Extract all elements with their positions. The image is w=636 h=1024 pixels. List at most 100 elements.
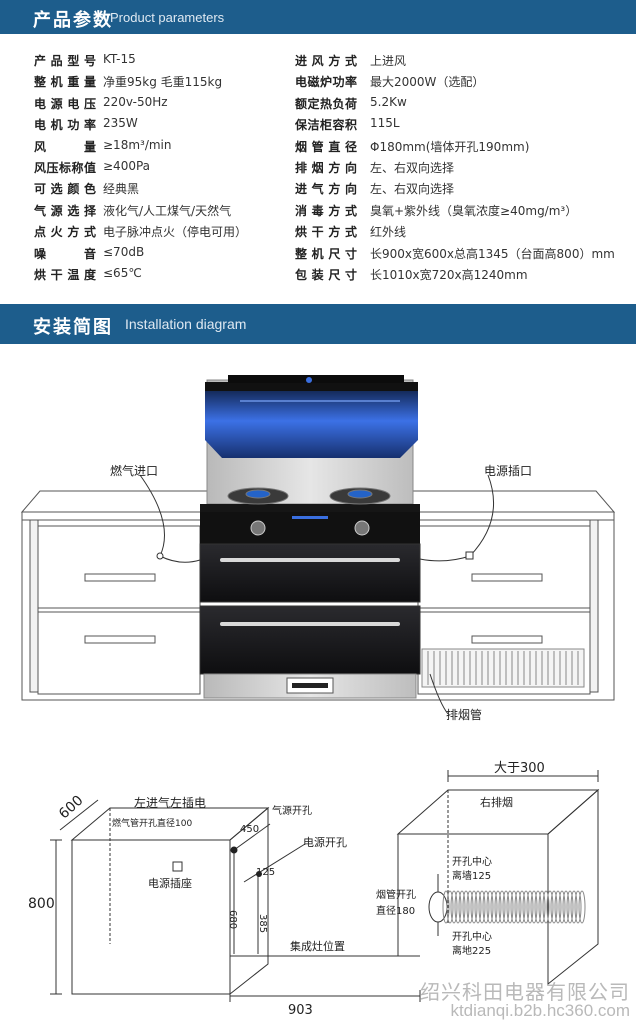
dim-680: 680 bbox=[227, 910, 238, 929]
pipe-dia-2: 直径180 bbox=[376, 904, 415, 917]
param-label: 电机功率 bbox=[34, 118, 96, 133]
pipe-coil bbox=[562, 890, 570, 924]
param-value: ≤70dB bbox=[103, 244, 145, 259]
param-label: 烘干温度 bbox=[34, 268, 96, 282]
param-label: 点火方式 bbox=[34, 225, 96, 240]
pipe-coil bbox=[554, 890, 562, 924]
installation-diagram-banner: 安装简图 Installation diagram bbox=[0, 304, 636, 344]
param-value: KT-15 bbox=[103, 52, 136, 66]
param-label: 烟管直径 bbox=[295, 139, 357, 154]
pipe-coil bbox=[526, 890, 534, 924]
param-value: 最大2000W（选配） bbox=[370, 75, 485, 90]
section-title-en: Product parameters bbox=[110, 10, 225, 25]
left-note: 左进气左插电 bbox=[134, 795, 206, 810]
param-value: 左、右双向选择 bbox=[370, 182, 455, 197]
section-title-en: Installation diagram bbox=[125, 316, 247, 332]
installation-diagram: 燃气进口 电源插口 排烟管 600 800 903 左进气左插电 燃 bbox=[20, 375, 616, 1018]
param-row: 可选颜色经典黑进气方向左、右双向选择 bbox=[0, 180, 636, 200]
param-label: 整机重量 bbox=[34, 75, 96, 90]
pipe-coil bbox=[462, 890, 470, 924]
gas-hole-diameter: 燃气管开孔直径100 bbox=[112, 817, 192, 829]
pipe-coil bbox=[474, 890, 482, 924]
pipe-coil bbox=[570, 890, 578, 924]
product-parameters-banner: 产品参数 Product parameters bbox=[0, 0, 636, 34]
pipe-coil bbox=[522, 890, 530, 924]
exhaust-pipe-label: 排烟管 bbox=[446, 707, 482, 722]
hole-center-wall-1: 开孔中心 bbox=[452, 855, 492, 868]
param-value: 净重95kg 毛重115kg bbox=[103, 75, 223, 90]
pipe-coil bbox=[558, 890, 566, 924]
integrated-stove-drawing bbox=[199, 375, 421, 699]
hole-center-floor-1: 开孔中心 bbox=[452, 930, 492, 943]
pipe-coil bbox=[506, 890, 514, 924]
section-title-cn: 安装简图 bbox=[33, 317, 113, 338]
param-label: 电源电压 bbox=[34, 96, 96, 111]
pipe-coil bbox=[546, 890, 554, 924]
pipe-coil bbox=[550, 890, 558, 924]
pipe-coil bbox=[446, 890, 454, 924]
pipe-coil bbox=[534, 890, 542, 924]
pipe-coil bbox=[510, 890, 518, 924]
gas-inlet-label: 燃气进口 bbox=[110, 463, 158, 478]
hole-center-floor-2: 离地225 bbox=[452, 944, 491, 957]
pipe-coil bbox=[530, 890, 538, 924]
param-row: 点火方式电子脉冲点火（停电可用）烘干方式红外线 bbox=[0, 223, 636, 243]
param-value: 电子脉冲点火（停电可用） bbox=[103, 225, 248, 240]
pipe-coil bbox=[490, 890, 498, 924]
stove-position: 集成灶位置 bbox=[290, 939, 345, 953]
power-socket-text: 电源插座 bbox=[148, 876, 192, 890]
param-value: ≥18m³/min bbox=[103, 137, 172, 152]
power-socket-label: 电源插口 bbox=[484, 464, 532, 478]
pipe-coil bbox=[494, 890, 502, 924]
over-300: 大于300 bbox=[494, 761, 545, 776]
exhaust-pipe-coil bbox=[442, 890, 586, 924]
pipe-coil bbox=[478, 890, 486, 924]
hole-center-wall-2: 离墙125 bbox=[452, 869, 491, 882]
pipe-dia-1: 烟管开孔 bbox=[376, 888, 416, 901]
param-label: 噪音 bbox=[34, 246, 96, 261]
power-hole-marker bbox=[256, 871, 262, 877]
dim-600: 600 bbox=[56, 793, 87, 823]
dim-903: 903 bbox=[288, 1003, 313, 1018]
pipe-coil bbox=[486, 890, 494, 924]
param-row: 风量 ≥18m³/min 烟管直径 Φ180mm(墙体开孔190mm) bbox=[0, 138, 636, 158]
param-label: 风量 bbox=[34, 139, 96, 154]
watermark-company: 绍兴科田电器有限公司 bbox=[420, 982, 630, 1004]
section-title-cn: 产品参数 bbox=[33, 10, 113, 31]
param-value: 235W bbox=[103, 116, 138, 131]
dim-125: 125 bbox=[256, 867, 275, 878]
pipe-coil bbox=[482, 890, 490, 924]
param-label: 进风方式 bbox=[295, 54, 357, 68]
dim-800: 800 bbox=[28, 896, 55, 912]
param-label: 烘干方式 bbox=[295, 225, 357, 240]
param-value: 5.2Kw bbox=[370, 94, 407, 109]
param-label: 电磁炉功率 bbox=[295, 75, 357, 90]
watermark-site: ktdianqi.b2b.hc360.com bbox=[450, 1001, 630, 1020]
pipe-coil bbox=[454, 890, 462, 924]
param-label: 产品型号 bbox=[34, 54, 96, 68]
param-value: 液化气/人工煤气/天然气 bbox=[103, 203, 232, 218]
param-value: 臭氧+紫外线（臭氧浓度≥40mg/m³） bbox=[370, 203, 578, 218]
pipe-coil bbox=[574, 890, 582, 924]
right-exhaust: 右排烟 bbox=[480, 795, 513, 809]
param-label: 保洁柜容积 bbox=[295, 118, 357, 133]
dim-450: 450 bbox=[240, 824, 259, 835]
pipe-coil bbox=[498, 890, 506, 924]
param-row: 整机重量净重95kg 毛重115kg 电磁炉功率最大2000W（选配） bbox=[0, 73, 636, 93]
param-label: 风压标称值 bbox=[34, 161, 96, 175]
pipe-coil bbox=[538, 890, 546, 924]
pipe-coil bbox=[442, 890, 450, 924]
pipe-coil bbox=[458, 890, 466, 924]
param-value: Φ180mm(墙体开孔190mm) bbox=[370, 139, 530, 154]
pipe-coil bbox=[514, 890, 522, 924]
param-value: 经典黑 bbox=[103, 182, 140, 197]
pipe-coil bbox=[502, 890, 510, 924]
param-label: 消毒方式 bbox=[295, 203, 357, 218]
pipe-coil bbox=[466, 890, 474, 924]
